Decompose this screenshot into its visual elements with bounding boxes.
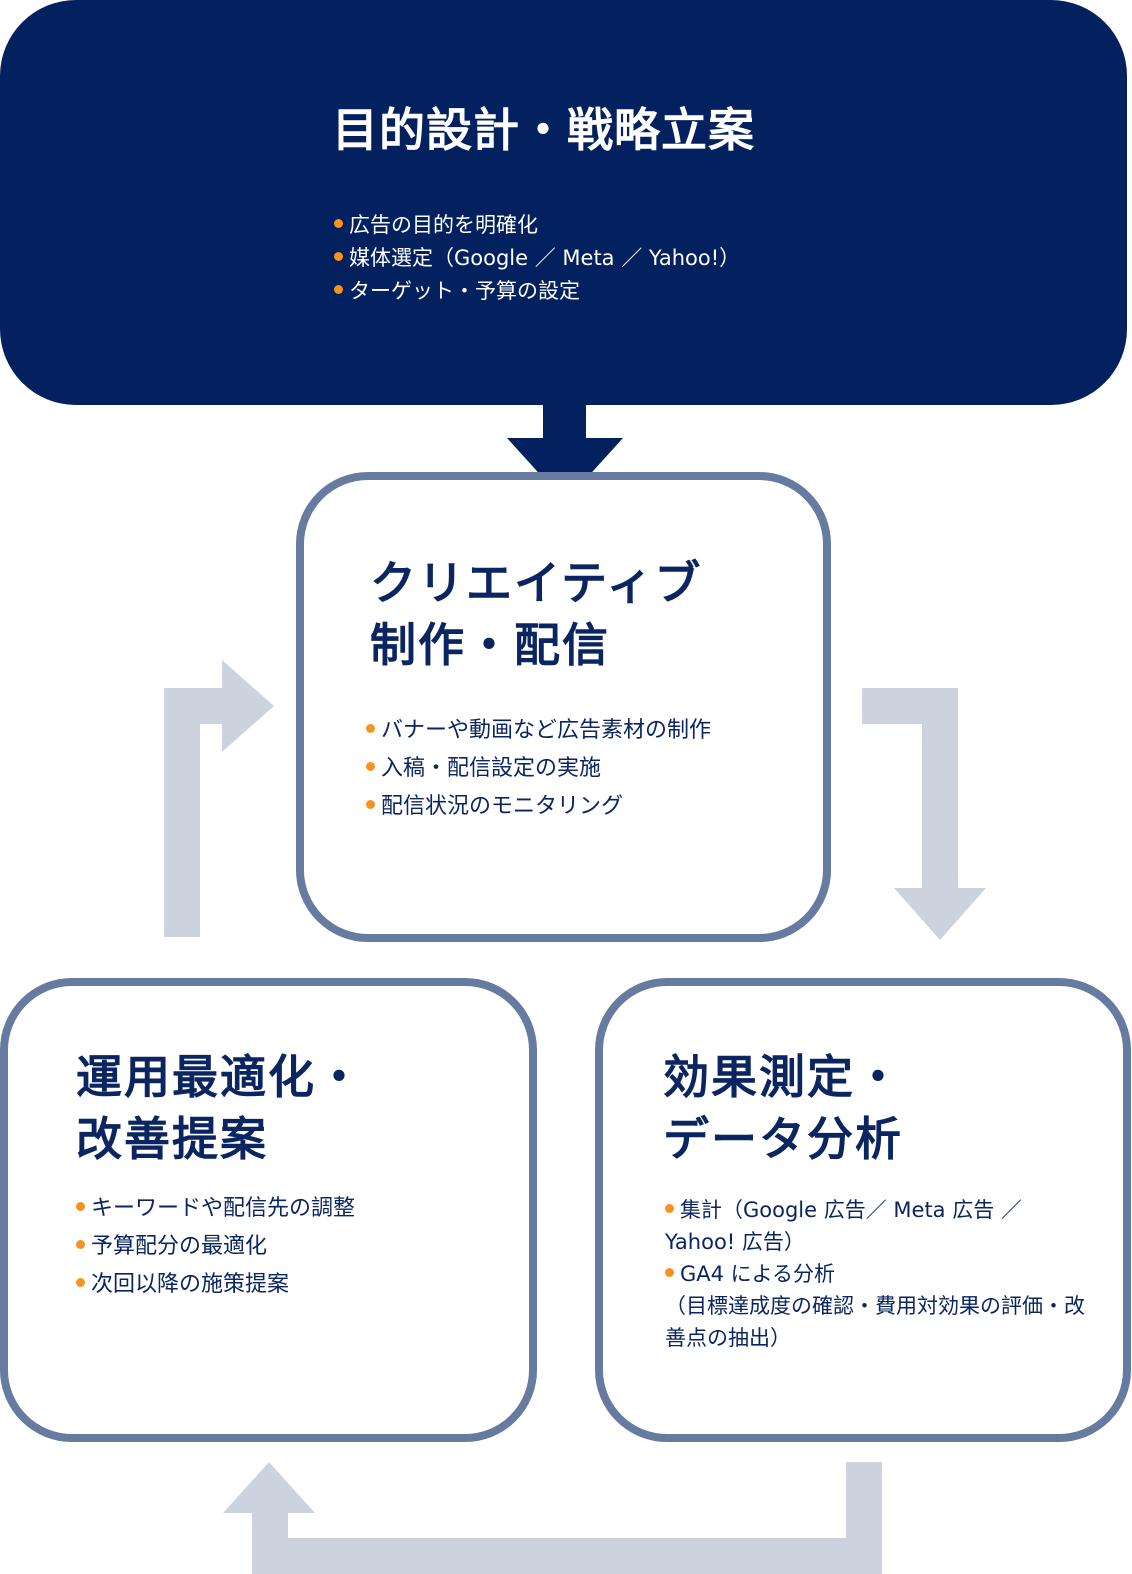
list-item: 集計（Google 広告／ Meta 広告 ／ Yahoo! 広告） xyxy=(665,1198,1022,1254)
bullet-icon xyxy=(334,251,343,261)
list-item: ターゲット・予算の設定 xyxy=(334,275,740,308)
list-item: GA4 による分析 xyxy=(665,1258,1085,1290)
list-item: 媒体選定（Google ／ Meta ／ Yahoo!） xyxy=(334,242,740,275)
cycle-arrow-left-icon xyxy=(164,660,274,937)
strategy-banner: 目的設計・戦略立案 広告の目的を明確化 媒体選定（Google ／ Meta ／… xyxy=(0,0,1127,405)
creative-title: クリエイティブ 制作・配信 xyxy=(370,556,703,672)
measure-title: 効果測定・ データ分析 xyxy=(663,1050,903,1166)
strategy-list: 広告の目的を明確化 媒体選定（Google ／ Meta ／ Yahoo!） タ… xyxy=(334,209,740,308)
down-arrow-icon xyxy=(507,400,623,502)
bullet-icon xyxy=(665,1203,674,1213)
list-item: キーワードや配信先の調整 xyxy=(76,1190,496,1228)
bullet-icon xyxy=(366,723,375,733)
list-item: バナーや動画など広告素材の制作 xyxy=(366,712,746,750)
bullet-icon xyxy=(366,761,375,771)
bullet-icon xyxy=(366,799,375,809)
bullet-icon xyxy=(334,284,343,294)
measure-list: 集計（Google 広告／ Meta 広告 ／ Yahoo! 広告） GA4 に… xyxy=(665,1194,1085,1354)
bullet-icon xyxy=(76,1239,85,1249)
bullet-icon xyxy=(76,1201,85,1211)
bullet-icon xyxy=(76,1277,85,1287)
strategy-title: 目的設計・戦略立案 xyxy=(332,103,755,157)
optimize-box: 運用最適化・ 改善提案 キーワードや配信先の調整 予算配分の最適化 次回以降の施… xyxy=(0,978,537,1442)
optimize-title: 運用最適化・ 改善提案 xyxy=(76,1050,364,1166)
bullet-icon xyxy=(334,218,343,228)
list-note: （目標達成度の確認・費用対効果の評価・改善点の抽出） xyxy=(665,1294,1085,1350)
bullet-icon xyxy=(665,1267,674,1277)
cycle-arrow-right-icon xyxy=(862,688,986,940)
list-item: 入稿・配信設定の実施 xyxy=(366,750,746,788)
cycle-arrow-bottom-icon xyxy=(223,1462,882,1574)
measure-box: 効果測定・ データ分析 集計（Google 広告／ Meta 広告 ／ Yaho… xyxy=(595,978,1131,1442)
creative-box: クリエイティブ 制作・配信 バナーや動画など広告素材の制作 入稿・配信設定の実施… xyxy=(296,472,831,942)
list-item: 予算配分の最適化 xyxy=(76,1228,496,1266)
list-item: 広告の目的を明確化 xyxy=(334,209,740,242)
creative-list: バナーや動画など広告素材の制作 入稿・配信設定の実施 配信状況のモニタリング xyxy=(366,712,746,826)
list-item: 配信状況のモニタリング xyxy=(366,788,746,826)
list-item: 次回以降の施策提案 xyxy=(76,1266,496,1304)
optimize-list: キーワードや配信先の調整 予算配分の最適化 次回以降の施策提案 xyxy=(76,1190,496,1304)
